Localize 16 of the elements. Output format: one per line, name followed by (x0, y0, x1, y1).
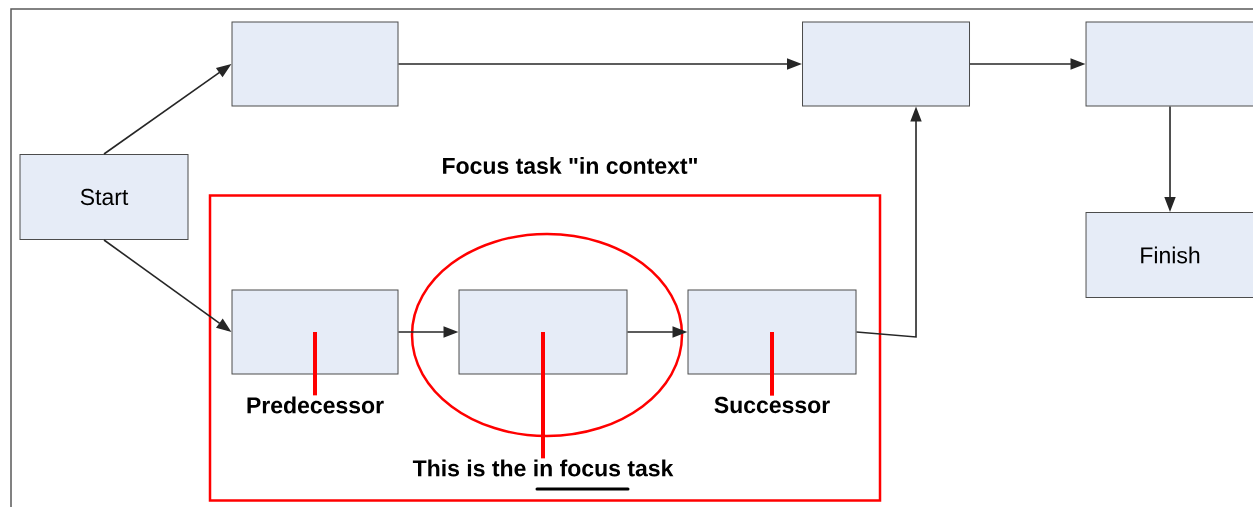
task-box (1085, 21, 1253, 107)
callout-label: Successor (714, 396, 830, 414)
leader-line (313, 332, 317, 396)
task-box (458, 289, 628, 375)
callout-label: This is the in focus task (412, 459, 674, 477)
task-box (231, 21, 399, 107)
callout-label: Predecessor (247, 396, 384, 414)
frame-heading: Focus task "in context" (443, 157, 697, 174)
task-box: Finish (1085, 212, 1253, 298)
task-box: Start (19, 154, 189, 240)
task-box (687, 289, 857, 375)
task-box (231, 289, 399, 375)
leader-line (770, 332, 774, 396)
task-box (802, 21, 970, 107)
focus-ellipse (410, 232, 684, 438)
leader-line (541, 332, 545, 459)
